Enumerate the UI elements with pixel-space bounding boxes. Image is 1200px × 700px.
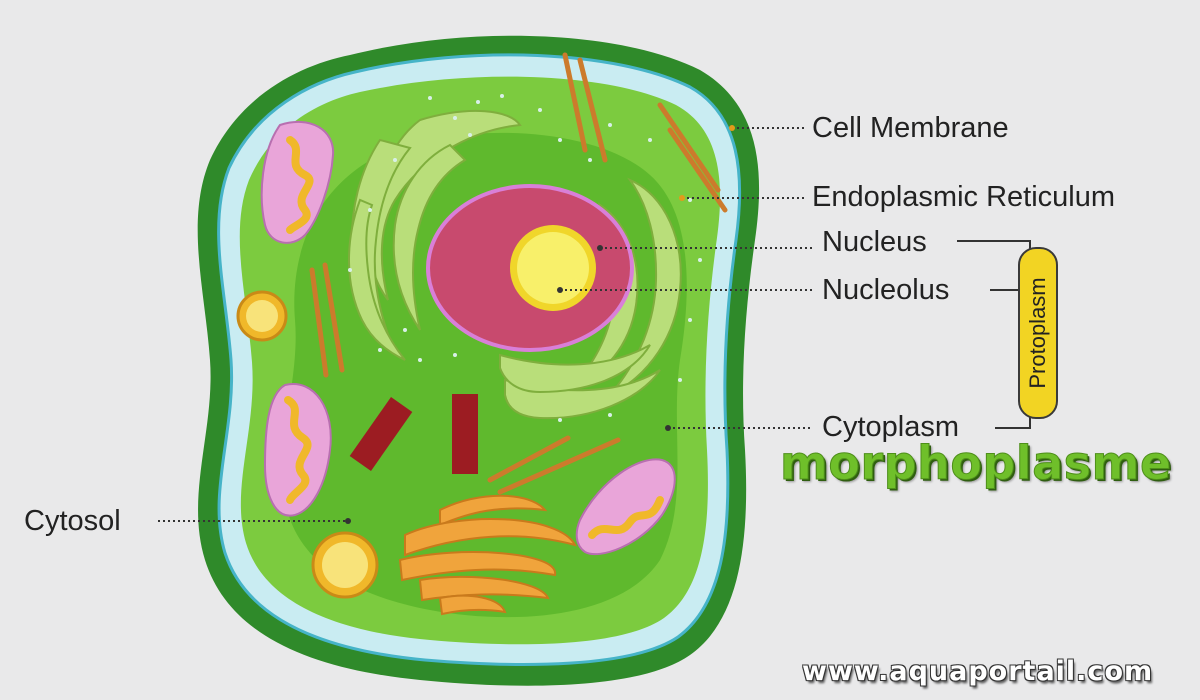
label-nucleus: Nucleus [822, 226, 927, 258]
label-cell-membrane: Cell Membrane [812, 112, 1009, 144]
golgi-apparatus [398, 494, 577, 616]
label-protoplasm: Protoplasm [1025, 277, 1050, 389]
watermark-url: www.aquaportail.com [802, 656, 1154, 687]
mitochondria [260, 120, 676, 556]
label-endoplasmic-reticulum: Endoplasmic Reticulum [812, 181, 1116, 213]
microtubules [309, 52, 728, 495]
leader-lines [158, 127, 812, 522]
protoplasm-badge: Protoplasm [1018, 247, 1058, 419]
label-cytosol: Cytosol [24, 505, 121, 537]
overlay-word: morphoplasme [780, 436, 1172, 490]
label-cytoplasm: Cytoplasm [822, 411, 959, 443]
leader-dots-dark [345, 245, 671, 524]
leader-dots [679, 125, 735, 201]
endoplasmic-reticulum-left [348, 110, 522, 361]
centrioles [349, 394, 478, 474]
nucleolus-core [517, 232, 589, 304]
label-nucleolus: Nucleolus [822, 274, 950, 306]
vesicles [236, 290, 379, 599]
